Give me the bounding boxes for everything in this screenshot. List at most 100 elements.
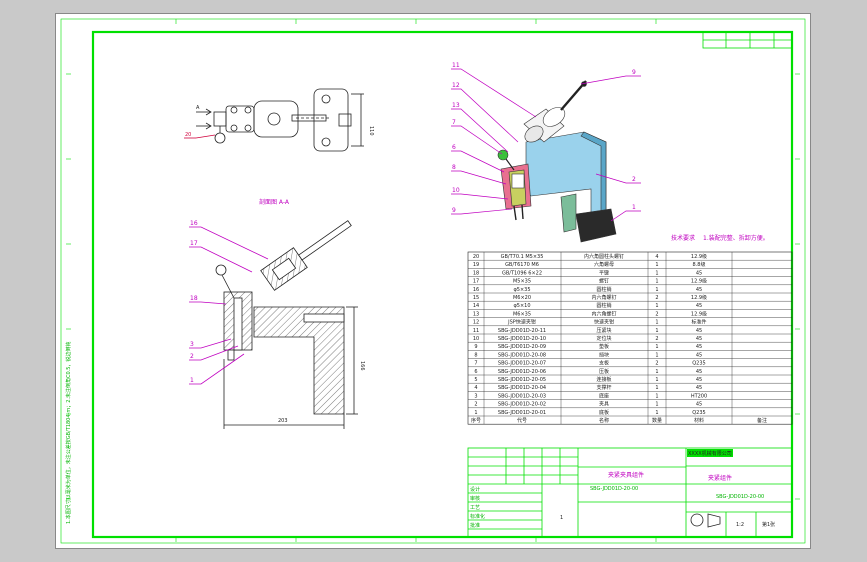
border-ticks — [66, 19, 800, 542]
bom-cell-r0-c2: 内六角圆柱头螺钉 — [584, 253, 624, 260]
bom-cell-r15-c2: 连接板 — [596, 376, 611, 383]
bom-cell-r1-c1: GB/T6170 M6 — [505, 262, 539, 268]
title-small-rows: 设计 审核 工艺 标准化 批准 — [470, 486, 485, 529]
bom-cell-r12-c3: 1 — [655, 352, 658, 358]
sec-callout-2: 2 — [190, 353, 194, 360]
bom-cell-r15-c0: 5 — [474, 377, 477, 383]
bom-cell-r11-c3: 1 — [655, 344, 658, 350]
bom-cell-r9-c1: SBG-JDD01D-20-11 — [498, 328, 546, 334]
bom-cell-r13-c2: 支板 — [599, 360, 609, 367]
bom-cell-r6-c0: 14 — [473, 303, 479, 309]
callout-line-20 — [195, 134, 216, 139]
title-block — [467, 447, 793, 538]
bom-cell-r7-c1: M6×35 — [513, 311, 531, 317]
bom-cell-r6-c4: 45 — [696, 303, 702, 309]
sec-callout-17: 17 — [190, 240, 198, 247]
bom-cell-r8-c3: 1 — [655, 320, 658, 326]
bom-cell-r12-c0: 8 — [474, 352, 477, 358]
bom-cell-r19-c0: 1 — [474, 410, 477, 416]
bom-cell-r18-c4: 45 — [696, 402, 702, 408]
bom-cell-r4-c0: 16 — [473, 287, 479, 293]
bom-cell-r15-c1: SBG-JDD01D-20-05 — [498, 377, 546, 383]
small-row-1: 审核 — [470, 495, 480, 502]
bom-cell-r16-c0: 4 — [474, 385, 477, 391]
bom-header-2: 名称 — [599, 417, 609, 424]
bom-cell-r0-c0: 20 — [473, 254, 479, 260]
bom-cell-r13-c0: 7 — [474, 361, 477, 367]
bom-cell-r13-c4: Q235 — [692, 361, 705, 367]
bom-cell-r9-c4: 45 — [696, 328, 702, 334]
bom-cell-r3-c2: 螺钉 — [599, 278, 609, 285]
iso-callout-9: 9 — [632, 69, 636, 76]
bom-cell-r9-c0: 11 — [473, 328, 479, 334]
bom-cell-r10-c1: SBG-JDD01D-20-10 — [498, 336, 546, 342]
bom-cell-r19-c1: SBG-JDD01D-20-01 — [498, 410, 546, 416]
small-row-0: 设计 — [470, 486, 480, 493]
bom-cell-r5-c2: 内六角螺钉 — [591, 294, 616, 301]
iso-callout-10: 10 — [452, 187, 460, 194]
company-logo-bar — [687, 449, 733, 457]
right-drawing-no: SBG-JDD01D-20-00 — [716, 494, 764, 500]
bom-cell-r4-c4: 45 — [696, 287, 702, 293]
bom-cell-r3-c0: 17 — [473, 279, 479, 285]
drawing-sheet: 1.本图尺寸以毫米为单位，未注公差按GB/T1804-m；2.未注倒角C0.5，… — [55, 13, 811, 549]
bom-cell-r16-c4: 45 — [696, 385, 702, 391]
bom-cell-r3-c3: 1 — [655, 279, 658, 285]
dim-203: 203 — [278, 418, 288, 424]
bom-cell-r7-c3: 2 — [655, 311, 658, 317]
right-name: 夹紧组件 — [708, 474, 732, 482]
bom-cell-r14-c3: 1 — [655, 369, 658, 375]
bom-cell-r0-c1: GB/T70.1 M5×35 — [501, 254, 544, 260]
iso-callout-11: 11 — [452, 62, 460, 69]
drawing-no: SBG-JDD01D-20-00 — [590, 486, 638, 492]
code-box — [702, 31, 793, 49]
bom-cell-r4-c3: 1 — [655, 287, 658, 293]
bom-cell-r5-c4: 12.9级 — [691, 294, 707, 301]
bom-cell-r19-c4: Q235 — [692, 410, 705, 416]
bom-cell-r0-c4: 12.9级 — [691, 253, 707, 260]
bom-cell-r10-c4: 45 — [696, 336, 702, 342]
company-name: XXXX机械有限公司 — [688, 450, 732, 457]
bom-cell-r10-c0: 10 — [473, 336, 479, 342]
callout-20: 20 — [185, 132, 191, 138]
small-row-4: 批准 — [470, 522, 480, 529]
drawing-canvas: 1.本图尺寸以毫米为单位，未注公差按GB/T1804-m；2.未注倒角C0.5，… — [60, 18, 806, 544]
bom-cell-r1-c4: 8.8级 — [693, 261, 706, 268]
bom-cell-r10-c2: 定位块 — [596, 335, 611, 342]
bom-cell-r7-c2: 内六角螺钉 — [591, 310, 616, 317]
sec-callout-3: 3 — [190, 341, 194, 348]
bom-cell-r1-c3: 1 — [655, 262, 658, 268]
sec-callout-16: 16 — [190, 220, 198, 227]
iso-callout-7: 7 — [452, 119, 456, 126]
bom-cell-r11-c0: 9 — [474, 344, 477, 350]
top-view — [196, 88, 364, 152]
bom-cell-r18-c2: 夹具 — [599, 401, 609, 408]
bom-table: 20 GB/T70.1 M5×35 内六角圆柱头螺钉 4 12.9级 1 9 GB/T6170… — [467, 251, 793, 425]
bom-cell-r7-c4: 12.9级 — [691, 310, 707, 317]
bom-cell-r17-c2: 底座 — [599, 392, 609, 399]
sheet-no: 第1张 — [762, 521, 775, 528]
bom-cell-r12-c1: SBG-JDD01D-20-08 — [498, 352, 546, 358]
scale: 1:2 — [736, 522, 744, 528]
bom-cell-r17-c4: HT200 — [691, 393, 707, 399]
iso-callouts — [451, 68, 641, 222]
bom-cell-r7-c0: 13 — [473, 311, 479, 317]
bom-cell-r19-c2: 底板 — [599, 409, 609, 416]
bom-cell-r4-c2: 圆柱销 — [596, 286, 611, 293]
bom-header-3: 数量 — [652, 417, 662, 424]
iso-callout-6: 6 — [452, 144, 456, 151]
drawing-name: 夹紧夹具组件 — [608, 471, 644, 479]
bom-cell-r19-c3: 1 — [655, 410, 658, 416]
bom-cell-r2-c3: 1 — [655, 270, 658, 276]
bom-cell-r6-c2: 圆柱销 — [596, 302, 611, 309]
bom-cell-r14-c2: 压板 — [599, 368, 609, 375]
bom-header-1: 代号 — [517, 417, 527, 424]
bom-cell-r6-c1: φ5×10 — [513, 303, 530, 309]
bom-cell-r9-c3: 1 — [655, 328, 658, 334]
bom-cell-r3-c1: M5×35 — [513, 279, 531, 285]
bom-cell-r17-c0: 3 — [474, 393, 477, 399]
bom-cell-r14-c1: SBG-JDD01D-20-06 — [498, 369, 546, 375]
bom-cell-r10-c3: 2 — [655, 336, 658, 342]
bom-cell-r2-c2: 平键 — [599, 269, 609, 276]
bom-cell-r13-c1: SBG-JDD01D-20-07 — [498, 361, 546, 367]
